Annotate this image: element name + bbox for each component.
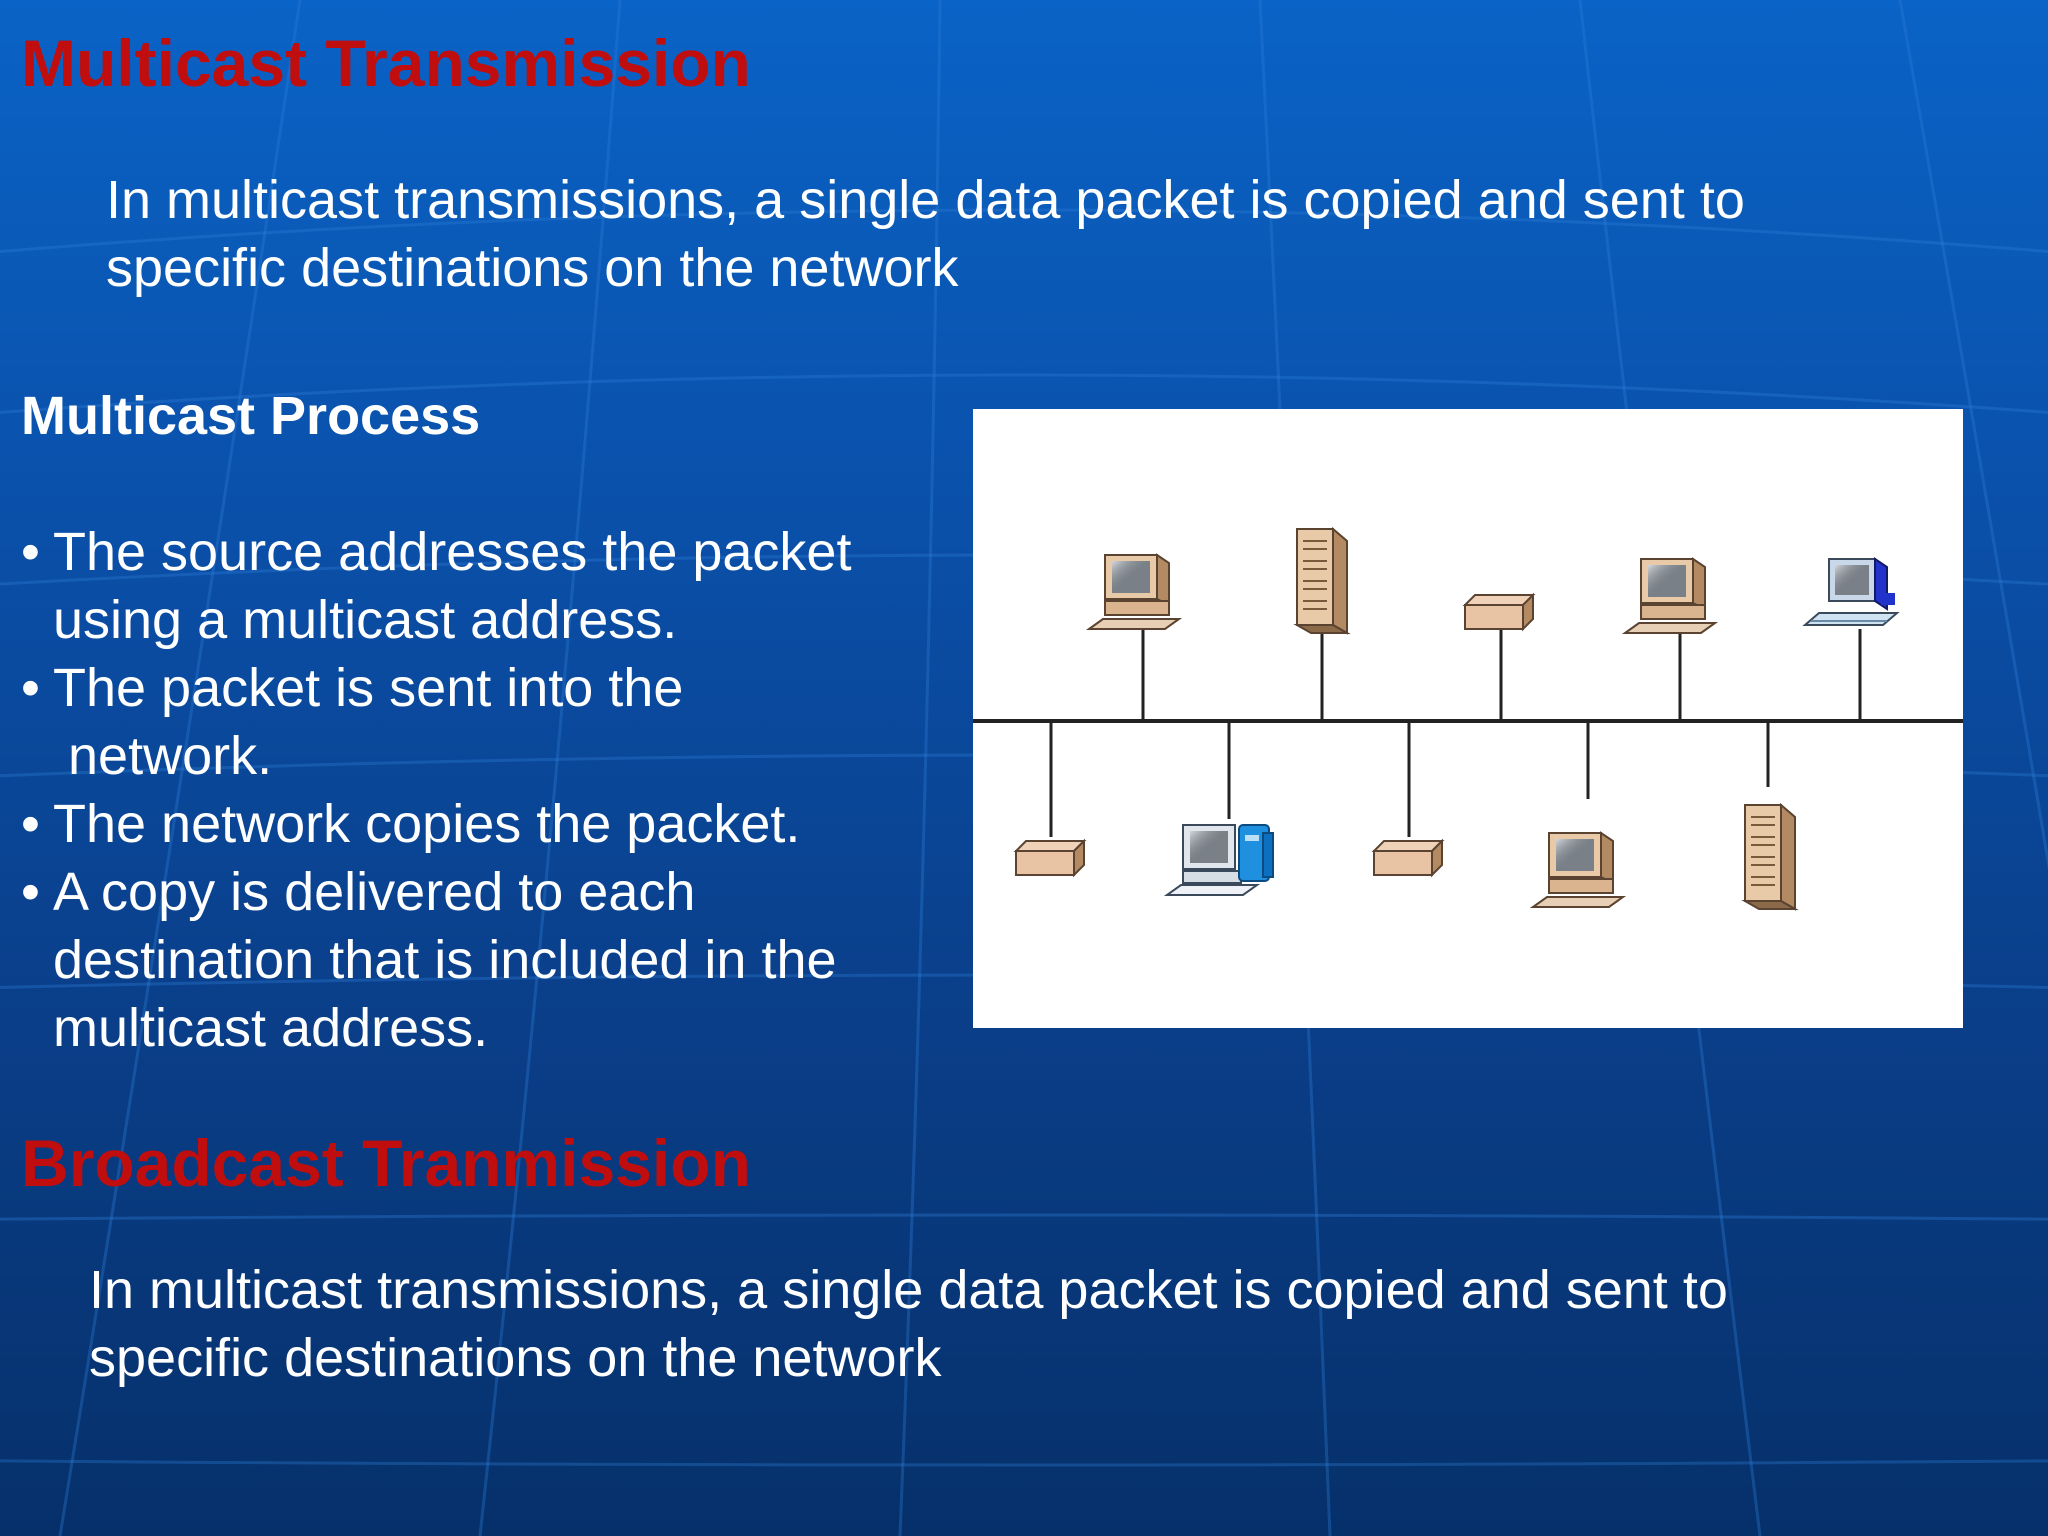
broadcast-description: In multicast transmissions, a single dat…: [89, 1256, 1728, 1392]
tower-server-icon: [1296, 528, 1348, 634]
multicast-description-line2: specific destinations on the network: [106, 238, 959, 298]
network-diagram-svg: [973, 528, 1963, 910]
bullet-item: •The source addresses the packet using a…: [21, 518, 941, 654]
desktop-computer-icon: [1532, 832, 1624, 908]
network-box-icon: [1464, 594, 1534, 630]
bullet-line: network.: [53, 726, 273, 786]
broadcast-description-line2: specific destinations on the network: [89, 1328, 942, 1388]
bullet-line: The source addresses the packet: [53, 522, 852, 582]
multicast-description: In multicast transmissions, a single dat…: [106, 166, 1745, 302]
bullet-item: •A copy is delivered to each destination…: [21, 858, 941, 1062]
bullet-line: The packet is sent into the: [53, 658, 684, 718]
multicast-description-line1: In multicast transmissions, a single dat…: [106, 170, 1745, 230]
bullet-icon: •: [21, 658, 40, 718]
bullet-line: using a multicast address.: [53, 590, 678, 650]
network-box-icon: [1015, 840, 1085, 876]
bullet-line: multicast address.: [53, 998, 489, 1058]
bullet-icon: •: [21, 522, 40, 582]
desktop-computer-icon: [1624, 558, 1716, 634]
desktop-computer-icon: [1088, 554, 1180, 630]
tower-server-icon: [1744, 804, 1796, 910]
bullet-line: destination that is included in the: [53, 930, 837, 990]
bullet-icon: •: [21, 862, 40, 922]
broadcast-title: Broadcast Tranmission: [21, 1126, 751, 1200]
network-box-icon: [1373, 840, 1443, 876]
workstation-with-drive-icon: [1166, 824, 1274, 896]
process-heading: Multicast Process: [21, 386, 481, 446]
bullet-item: •The network copies the packet.: [21, 790, 941, 858]
broadcast-description-line1: In multicast transmissions, a single dat…: [89, 1260, 1728, 1320]
bullet-icon: •: [21, 794, 40, 854]
bullet-line: The network copies the packet.: [53, 794, 801, 854]
bullet-item: •The packet is sent into the network.: [21, 654, 941, 790]
laptop-icon: [1804, 558, 1898, 626]
process-bullet-list: •The source addresses the packet using a…: [21, 518, 941, 1062]
bullet-line: A copy is delivered to each: [53, 862, 696, 922]
multicast-title: Multicast Transmission: [21, 26, 751, 100]
multicast-network-diagram: [973, 409, 1963, 1028]
